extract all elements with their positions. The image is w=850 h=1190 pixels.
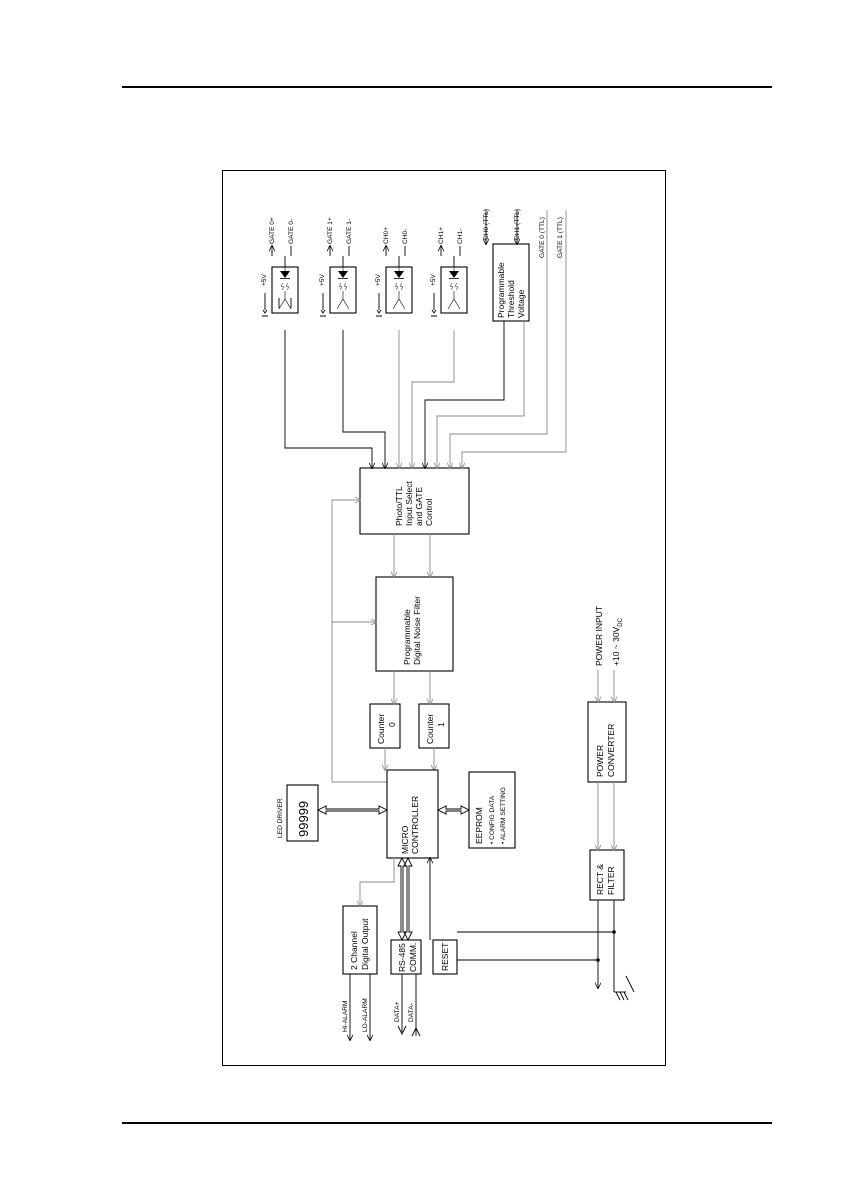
opto-coupler-gate1 xyxy=(320,256,357,317)
photo-ttl-select-block: Photo/TTL Input Select and GATE Control xyxy=(359,467,470,535)
eeprom-line-3: • ALARM SETTING xyxy=(500,787,507,844)
micro-line-2: CONTROLLER xyxy=(410,796,420,854)
ttl-label-ch0: CH0 (TTL) xyxy=(483,209,490,240)
data-label-minus: DATA- xyxy=(408,1003,415,1022)
power-converter-line-2: CONVERTER xyxy=(606,724,616,777)
threshold-line-1: Programmable xyxy=(496,262,506,318)
rs485-line-1: RS-485 xyxy=(397,943,407,972)
counter-1-line-2: 1 xyxy=(436,722,446,727)
eeprom-line-2: • CONFIG DATA xyxy=(489,795,496,844)
photo-ttl-line-3: and GATE xyxy=(414,487,424,526)
reset-block: RESET xyxy=(432,939,458,975)
counter-0-line-2: 0 xyxy=(387,722,397,727)
counter-1-block: Counter 1 xyxy=(418,703,450,749)
noise-filter-block: Programmable Digital Noise Filter xyxy=(375,576,454,672)
counter-1-line-1: Counter xyxy=(425,714,435,744)
counter-0-line-1: Counter xyxy=(376,714,386,744)
power-converter-block: POWER CONVERTER xyxy=(587,701,627,783)
power-range-value: +10 ~ 30V xyxy=(611,626,621,666)
eeprom-line-1: EEPROM xyxy=(474,807,484,844)
block-diagram: +5V +5V +5V +5V GATE 0+ GATE 0- GATE 1+ … xyxy=(261,209,635,1066)
footer-rule xyxy=(122,1122,772,1124)
header-rule xyxy=(122,86,772,88)
opto-coupler-gate0 xyxy=(262,256,299,317)
input-label-ch0-minus: CH0- xyxy=(402,229,409,244)
rect-filter-line-1: RECT & xyxy=(595,864,605,895)
power-range-sub: DC xyxy=(618,617,624,626)
input-label-gate1-minus: GATE 1- xyxy=(346,219,353,244)
noise-filter-line-2: Digital Noise Filter xyxy=(412,596,422,665)
diagram-frame xyxy=(222,170,666,1066)
micro-line-1: MICRO xyxy=(400,825,410,854)
threshold-line-3: Voltage xyxy=(516,289,526,318)
photo-ttl-line-2: Input Select xyxy=(404,480,414,526)
input-label-ch0-plus: CH0+ xyxy=(383,227,390,244)
photo-ttl-line-4: Control xyxy=(424,498,434,526)
opto-coupler-ch0 xyxy=(376,256,413,317)
reset-label: RESET xyxy=(440,943,450,971)
supply-label-gate1: +5V xyxy=(319,273,326,286)
alarm-label-hi: HI-ALARM xyxy=(342,1000,349,1032)
rs485-comm-block: RS-485 COMM. xyxy=(390,939,422,975)
power-input-label: POWER INPUT xyxy=(594,606,604,666)
power-range-label: +10 ~ 30VDC xyxy=(611,617,624,666)
ttl-label-gate1: GATE 1 (TTL) xyxy=(557,217,564,258)
input-label-gate0-plus: GATE 0+ xyxy=(269,217,276,244)
threshold-voltage-block: Programmable Threshold Voltage xyxy=(492,243,530,322)
opto-coupler-ch1 xyxy=(431,256,468,317)
led-display-value: 99999 xyxy=(296,801,311,837)
digital-output-line-1: 2 Channel xyxy=(349,931,359,970)
threshold-line-2: Threshold xyxy=(506,280,516,318)
rect-filter-line-2: FILTER xyxy=(606,866,616,895)
ground-symbol xyxy=(613,975,635,1001)
noise-filter-line-1: Programmable xyxy=(402,609,412,665)
supply-label-ch1: +5V xyxy=(430,273,437,286)
input-label-ch1-plus: CH1+ xyxy=(438,227,445,244)
supply-label-gate0: +5V xyxy=(261,273,268,286)
alarm-label-lo: LO-ALARM xyxy=(362,998,369,1032)
led-driver-label: LED DRIVER xyxy=(277,798,284,838)
microcontroller-block: MICRO CONTROLLER xyxy=(386,769,439,859)
photo-ttl-line-1: Photo/TTL xyxy=(394,486,404,526)
input-label-gate1-plus: GATE 1+ xyxy=(327,217,334,244)
digital-output-block: 2 Channel Digital Output xyxy=(342,905,378,975)
eeprom-block: EEPROM • CONFIG DATA • ALARM SETTING xyxy=(468,771,516,849)
rect-filter-block: RECT & FILTER xyxy=(589,849,625,901)
input-label-gate0-minus: GATE 0- xyxy=(288,219,295,244)
supply-label-ch0: +5V xyxy=(375,273,382,286)
counter-0-block: Counter 0 xyxy=(369,703,401,749)
digital-output-line-2: Digital Output xyxy=(360,918,370,970)
power-converter-line-1: POWER xyxy=(595,745,605,777)
input-label-ch1-minus: CH1- xyxy=(457,229,464,244)
data-label-plus: DATA+ xyxy=(394,1001,401,1022)
ttl-label-gate0: GATE 0 (TTL) xyxy=(539,217,546,258)
rs485-line-2: COMM. xyxy=(408,943,418,972)
ttl-label-ch1: CH1 (TTL) xyxy=(514,209,521,240)
led-driver-block: 99999 LED DRIVER xyxy=(277,784,319,842)
